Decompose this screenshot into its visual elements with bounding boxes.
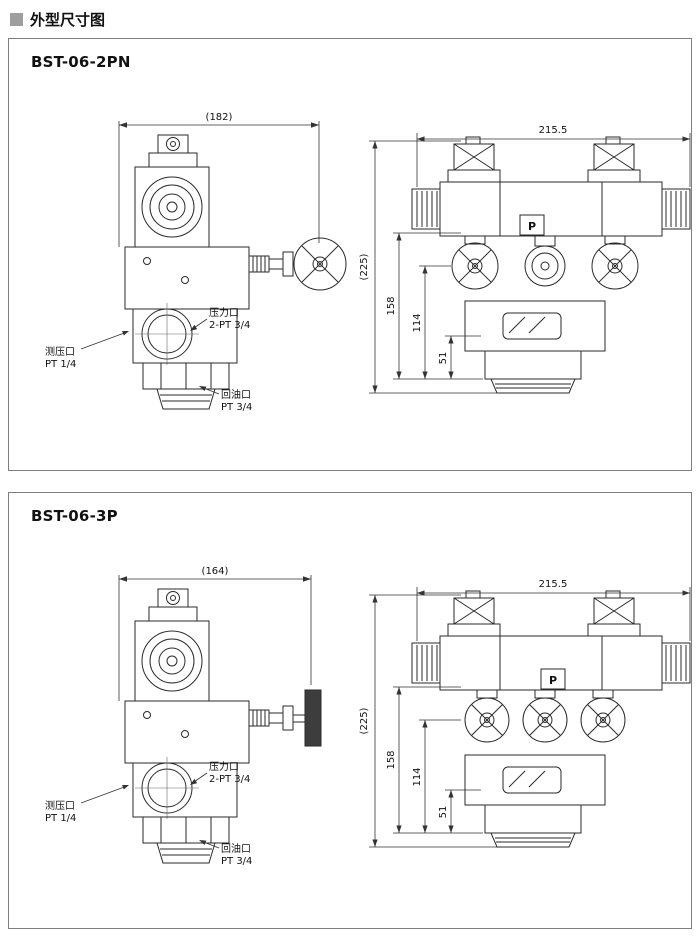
bottom-block <box>484 350 582 394</box>
pressure-port-body <box>132 757 238 819</box>
model-title-2: BST-06-3P <box>31 507 118 525</box>
label-return-port: 回油口 PT 3/4 <box>199 840 252 867</box>
dim-51: 51 <box>438 789 481 833</box>
adjust-knob-right <box>591 235 639 290</box>
front-view-drawing-2: 215.5 (225) 158 114 <box>359 579 691 848</box>
valve-body <box>124 700 250 764</box>
p-port-box: P <box>519 214 545 236</box>
adjust-knob-left <box>451 235 499 290</box>
label-gauge-port: 测压口 PT 1/4 <box>45 785 129 824</box>
p-port-label: P <box>549 674 557 687</box>
dim-114: 114 <box>412 719 461 833</box>
dim-51: 51 <box>438 335 481 379</box>
solenoid-connector-left <box>447 136 501 183</box>
dim-width-side: (182) <box>118 112 320 247</box>
end-cap-right <box>661 642 691 684</box>
p-port-box: P <box>540 668 566 690</box>
return-port-size: PT 3/4 <box>221 856 252 867</box>
solenoid-connector <box>148 134 198 168</box>
dim-width-front-label: 215.5 <box>539 579 568 590</box>
solenoid-coil <box>134 166 210 248</box>
dim-158: 158 <box>386 686 483 834</box>
dim-height-label: (225) <box>359 253 370 280</box>
dim-b-label: 114 <box>412 767 423 786</box>
dim-height-front: (225) <box>359 594 499 848</box>
solenoid-connector-right <box>587 590 641 637</box>
panel-bst-06-2pn: BST-06-2PN (182) <box>8 38 692 471</box>
solenoid-connector-left <box>447 590 501 637</box>
dim-height-label: (225) <box>359 707 370 734</box>
gauge-port-size: PT 1/4 <box>45 359 76 370</box>
label-return-port: 回油口 PT 3/4 <box>199 386 252 413</box>
section-bullet-icon <box>10 13 23 26</box>
dim-c-label: 51 <box>438 806 449 819</box>
relief-adjustment-knob <box>248 237 347 291</box>
p-port-label: P <box>528 220 536 233</box>
return-port-body <box>142 816 230 864</box>
return-port-name: 回油口 <box>221 388 251 401</box>
label-pressure-port: 压力口 2-PT 3/4 <box>190 306 250 331</box>
valve-main-body <box>439 181 663 237</box>
valve-body <box>124 246 250 310</box>
end-cap-right <box>661 188 691 230</box>
solenoid-coil <box>134 620 210 702</box>
end-cap-left <box>411 642 441 684</box>
gauge-port-name: 测压口 <box>45 345 75 358</box>
label-gauge-port: 测压口 PT 1/4 <box>45 331 129 370</box>
pressure-port-name: 压力口 <box>209 760 239 773</box>
adjust-knob-center <box>522 689 568 743</box>
bottom-block <box>484 804 582 848</box>
gauge-port-name: 测压口 <box>45 799 75 812</box>
dim-width-front-label: 215.5 <box>539 125 568 136</box>
solenoid-connector <box>148 588 198 622</box>
side-view-drawing-2: (164) <box>45 566 322 867</box>
pressure-port-size: 2-PT 3/4 <box>209 774 250 785</box>
solenoid-connector-right <box>587 136 641 183</box>
relief-adjustment-handwheel <box>248 689 322 747</box>
dim-b-label: 114 <box>412 313 423 332</box>
return-port-name: 回油口 <box>221 842 251 855</box>
gauge-port-size: PT 1/4 <box>45 813 76 824</box>
front-view-drawing-1: 215.5 (225) 158 114 <box>359 125 691 394</box>
page-title: 外型尺寸图 <box>30 11 106 29</box>
dim-width-side-label: (182) <box>206 112 233 123</box>
side-view-drawing-1: (182) <box>45 112 347 413</box>
dim-a-label: 158 <box>386 296 397 315</box>
dim-width-side-label: (164) <box>202 566 229 577</box>
dim-114: 114 <box>412 265 451 379</box>
lower-body <box>464 754 606 806</box>
dim-height-front: (225) <box>359 140 499 394</box>
return-port-size: PT 3/4 <box>221 402 252 413</box>
dim-width-front: 215.5 <box>416 579 691 641</box>
dim-width-side: (164) <box>118 566 312 701</box>
lower-body <box>464 300 606 352</box>
end-cap-left <box>411 188 441 230</box>
return-port-body <box>142 362 230 410</box>
dim-width-front: 215.5 <box>416 125 691 187</box>
model-title-1: BST-06-2PN <box>31 53 131 71</box>
dim-158: 158 <box>386 232 483 380</box>
label-pressure-port: 压力口 2-PT 3/4 <box>190 760 250 785</box>
adjust-knob-left <box>464 689 510 743</box>
dim-c-label: 51 <box>438 352 449 365</box>
pressure-port-name: 压力口 <box>209 306 239 319</box>
pressure-port-size: 2-PT 3/4 <box>209 320 250 331</box>
adjust-knob-right <box>580 689 626 743</box>
center-cap <box>524 235 566 287</box>
panel-bst-06-3p: BST-06-3P (164) <box>8 492 692 929</box>
page-header: 外型尺寸图 <box>0 0 700 34</box>
dim-a-label: 158 <box>386 750 397 769</box>
